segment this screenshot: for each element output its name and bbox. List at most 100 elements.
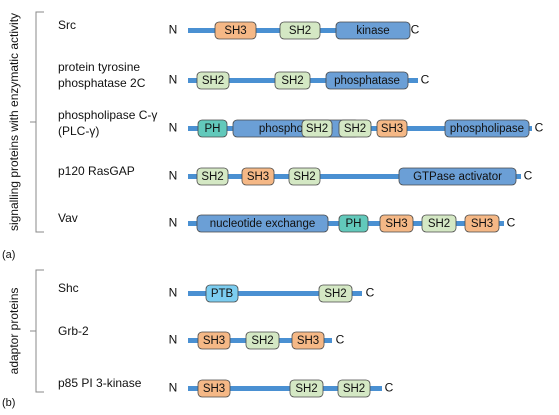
domain-gtpase: GTPase activator [398, 167, 517, 186]
domain-sh2: SH2 [318, 284, 353, 303]
domain-label: SH3 [247, 171, 269, 183]
n-terminus-label: N [169, 73, 178, 87]
domain-box [197, 331, 231, 350]
domain-box [197, 379, 231, 398]
domain-sh2: SH2 [196, 167, 229, 186]
domain-phospholipase: phospholipase [444, 119, 530, 138]
domain-box [444, 119, 530, 138]
domain-nucleotide: nucleotide exchange [196, 214, 329, 233]
c-terminus-label: C [411, 23, 420, 37]
domain-label: SH2 [202, 75, 224, 87]
domain-label: PTB [211, 288, 234, 300]
domain-label: SH3 [224, 25, 246, 37]
domain-box [338, 119, 372, 138]
domain-label: SH3 [471, 218, 493, 230]
domain-box [318, 284, 353, 303]
domain-box [196, 167, 229, 186]
panel-label: (a) [2, 249, 15, 261]
domain-label: nucleotide exchange [210, 218, 316, 230]
group-side-label: adaptor proteins [7, 288, 21, 375]
protein-name: protein tyrosine [58, 60, 140, 74]
c-terminus-label: C [524, 169, 533, 183]
protein-backbone [188, 386, 382, 391]
domain-label: SH3 [381, 123, 403, 135]
domain-sh2: SH2 [301, 119, 333, 138]
protein-backbone [188, 291, 362, 296]
domain-label: kinase [356, 25, 389, 37]
domain-sh2: SH2 [245, 331, 280, 350]
domain-box [325, 71, 409, 90]
domain-ph: PH [338, 214, 369, 233]
domain-label: SH2 [428, 218, 450, 230]
domain-box [214, 21, 257, 40]
panel-label: (b) [2, 397, 15, 409]
protein-name: phospholipase C-γ [58, 108, 157, 122]
domain-label: SH2 [201, 171, 223, 183]
domain-label: SH3 [297, 335, 319, 347]
domain-phosphatase: phosphatase [325, 71, 409, 90]
domain-box [301, 119, 333, 138]
domain-label: GTPase activator [413, 171, 502, 183]
protein-name: Src [58, 18, 76, 32]
n-terminus-label: N [169, 333, 178, 347]
domain-box [205, 284, 239, 303]
domain-sh2: SH2 [288, 167, 321, 186]
domain-sh3: SH3 [214, 21, 257, 40]
c-terminus-label: C [385, 381, 394, 395]
domain-box [338, 214, 369, 233]
domain-label: SH2 [344, 123, 366, 135]
domain-box [398, 167, 517, 186]
domain-label: PH [346, 218, 362, 230]
c-terminus-label: C [535, 121, 544, 135]
domain-label: SH2 [295, 383, 317, 395]
n-terminus-label: N [169, 121, 178, 135]
domain-label: SH3 [385, 218, 407, 230]
c-terminus-label: C [336, 333, 345, 347]
domain-sh3: SH3 [376, 119, 408, 138]
domain-sh3: SH3 [241, 167, 275, 186]
domain-label: phospholipase [450, 123, 524, 135]
domain-box [197, 119, 228, 138]
domain-sh3: SH3 [197, 331, 231, 350]
domain-label: PH [205, 123, 221, 135]
domain-ph: PH [197, 119, 228, 138]
domain-label: SH3 [203, 335, 225, 347]
domain-box [337, 379, 371, 398]
domain-sh2: SH2 [279, 21, 321, 40]
domain-box [196, 214, 329, 233]
n-terminus-label: N [169, 381, 178, 395]
protein-backbone [188, 174, 521, 179]
domain-label: SH2 [289, 25, 311, 37]
domain-label: SH2 [293, 171, 315, 183]
domain-sh3: SH3 [379, 214, 414, 233]
domain-box [279, 21, 321, 40]
n-terminus-label: N [169, 169, 178, 183]
group-bracket [35, 11, 44, 233]
domain-sh2: SH2 [338, 119, 372, 138]
domain-box [376, 119, 408, 138]
domain-label: SH2 [251, 335, 273, 347]
domain-sh2: SH2 [337, 379, 371, 398]
protein-name: Vav [58, 211, 78, 225]
domain-label: SH2 [324, 288, 346, 300]
c-terminus-label: C [421, 73, 430, 87]
domain-box [196, 71, 230, 90]
domain-box [241, 167, 275, 186]
domain-sh3: SH3 [464, 214, 500, 233]
n-terminus-label: N [169, 23, 178, 37]
domain-sh3: SH3 [291, 331, 325, 350]
group-side-label: signalling proteins with enzymatic activ… [7, 13, 21, 231]
protein-row: Src N C SH3 SH2 kinase [58, 18, 420, 40]
protein-name: Shc [58, 281, 79, 295]
domain-box [335, 21, 411, 40]
domain-sh2: SH2 [421, 214, 457, 233]
domain-box [291, 331, 325, 350]
protein-name: p85 PI 3-kinase [58, 376, 142, 390]
